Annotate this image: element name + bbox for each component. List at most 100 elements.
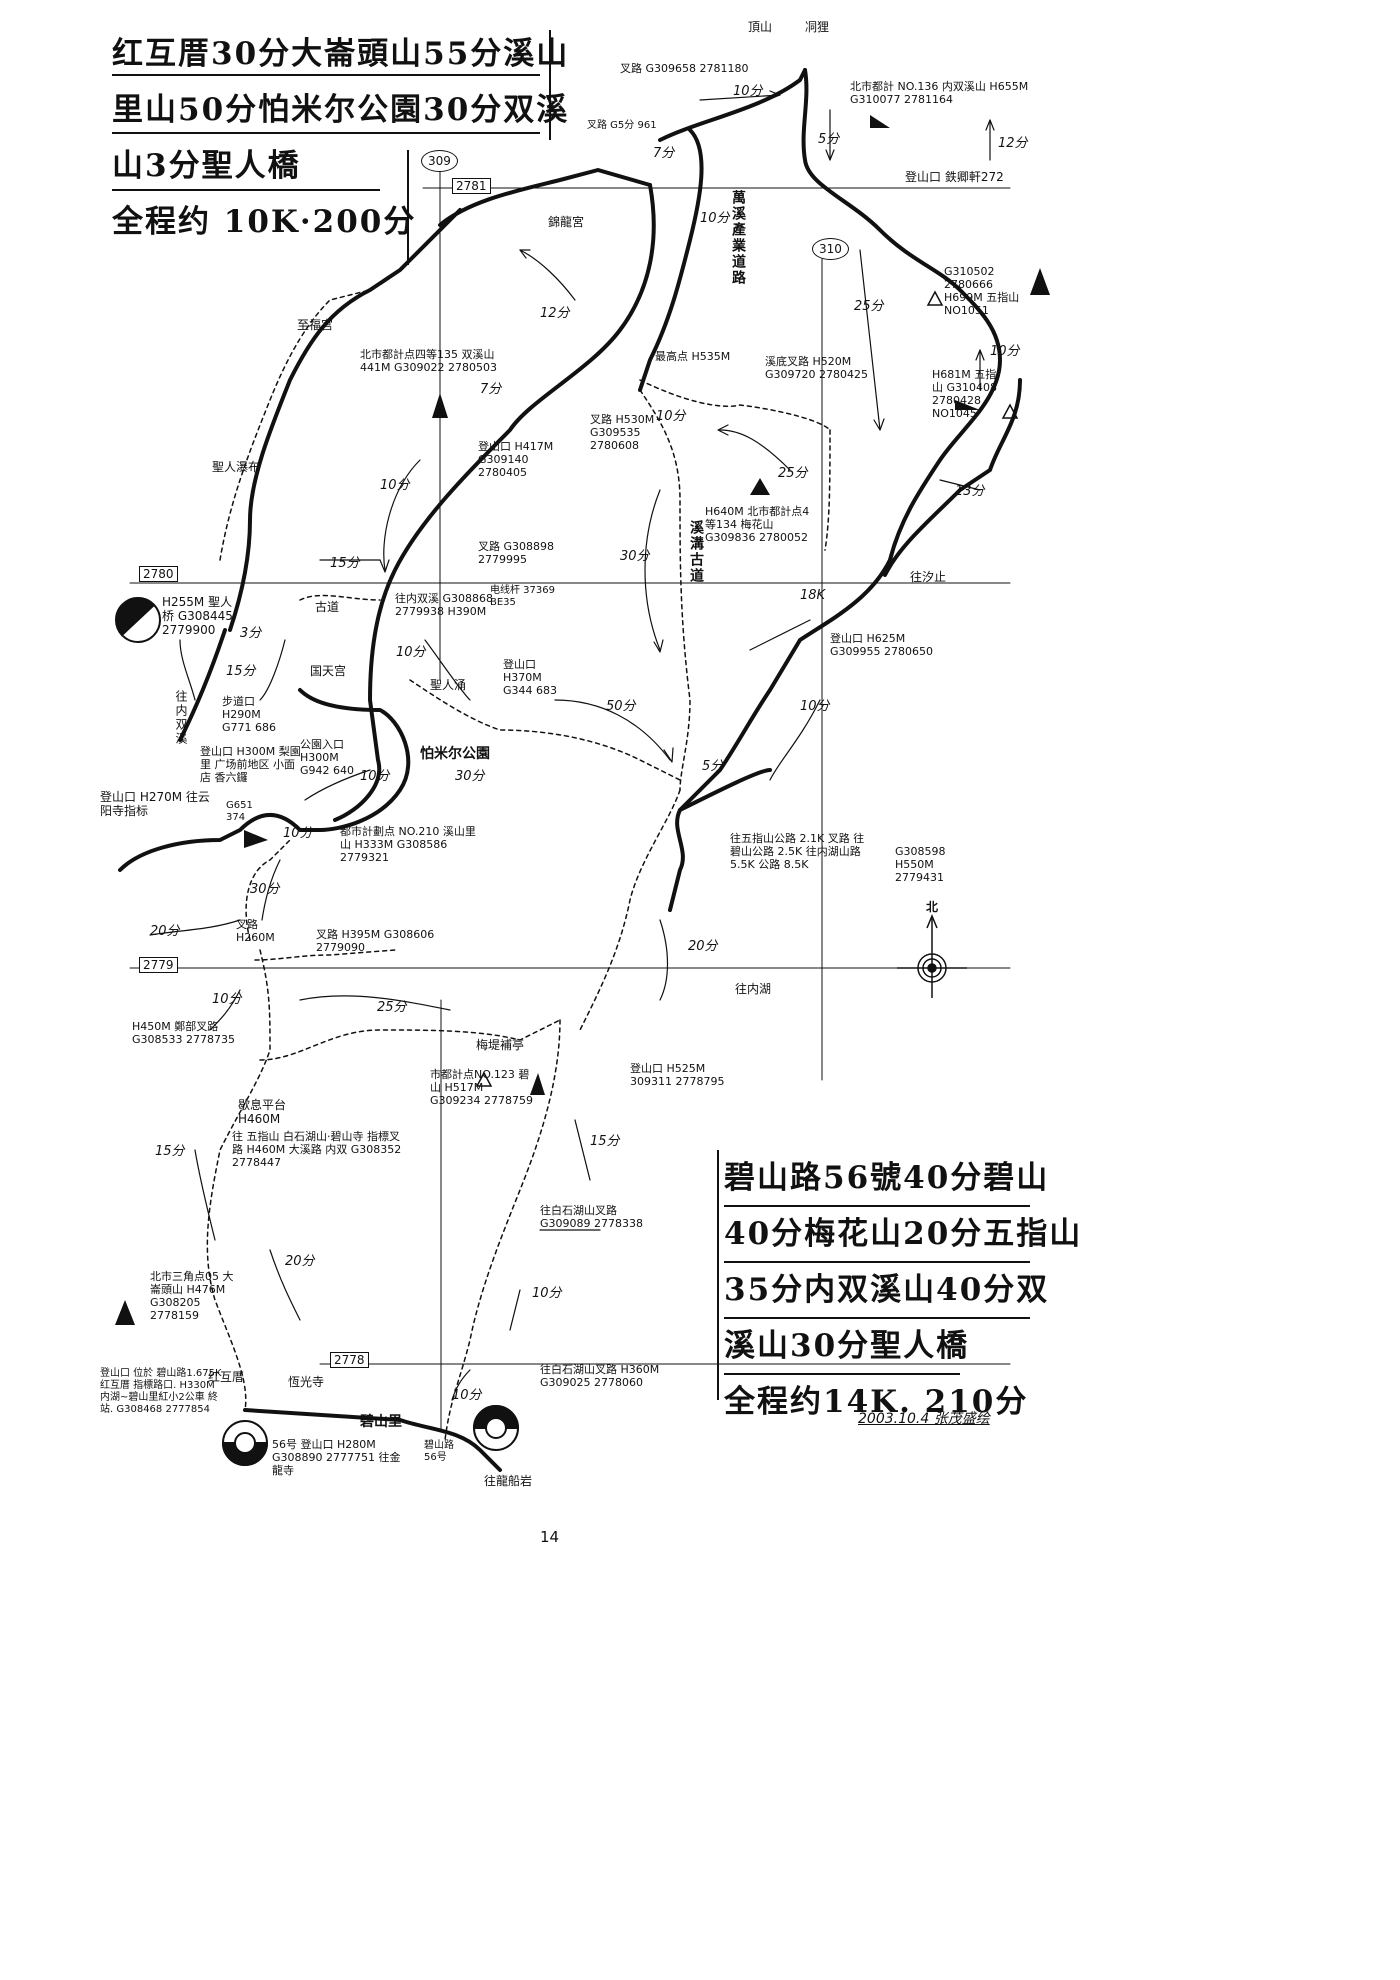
place-wang-neihu: 往内湖 xyxy=(735,982,772,996)
time-label: 20分 xyxy=(285,1254,315,1269)
place-neigouxi: 往内双溪 xyxy=(174,690,188,746)
route-2-line-4: 溪山30分聖人橋 xyxy=(724,1328,970,1364)
grid-label: 2780 xyxy=(139,566,178,582)
page-number: 14 xyxy=(540,1528,560,1546)
place-wanxi: 萬溪產業道路 xyxy=(730,190,746,286)
time-label: 30分 xyxy=(620,549,650,564)
place-bishan-road: 碧山路 56号 xyxy=(424,1440,454,1463)
triangle-peak-icon xyxy=(870,115,890,128)
triangle-peak-icon xyxy=(244,830,268,848)
time-label: 10分 xyxy=(380,478,410,493)
place-dengshankou-417: 登山口 H417M G309140 2780405 xyxy=(478,440,554,479)
time-label: 15分 xyxy=(226,664,256,679)
place-shengrenqiao: H255M 聖人桥 G308445 2779900 xyxy=(162,595,233,637)
route-1-line-2: 里山50分怕米尔公園30分双溪 xyxy=(112,92,570,128)
place-fork-top: 叉路 G309658 2781180 xyxy=(620,62,749,75)
place-dingshan: 頂山 xyxy=(748,20,773,34)
place-xidi-fork: 溪底叉路 H520M G309720 2780425 xyxy=(765,355,869,381)
place-meihuashan: H640M 北市都計点4等134 梅花山 G309836 2780052 xyxy=(705,505,810,544)
place-dengshankou-300: 登山口 H300M 梨園里 广场前地区 小面店 香六鑼 xyxy=(200,745,301,784)
place-gudao: 古道 xyxy=(315,600,340,614)
triangle-peak-icon xyxy=(926,290,944,306)
roads xyxy=(118,68,1022,1472)
place-meiti: 梅堤補亭 xyxy=(476,1038,525,1052)
place-fork-530: 叉路 H530M G309535 2780608 xyxy=(590,413,655,452)
triangle-peak-icon xyxy=(115,1300,135,1325)
time-label: 15分 xyxy=(155,1144,185,1159)
triangle-peak-icon xyxy=(955,400,980,410)
triangle-peak-icon xyxy=(1001,403,1019,419)
place-dengshankou-525: 登山口 H525M 309311 2778795 xyxy=(630,1062,725,1088)
triangle-peak-icon xyxy=(530,1073,545,1095)
time-label: 10分 xyxy=(733,84,763,99)
half-circle-marker-icon xyxy=(221,1420,269,1466)
time-label: 25分 xyxy=(377,1000,407,1015)
place-baishi-fork: 往白石湖山叉路 G309089 2778338 xyxy=(540,1204,644,1230)
triangle-peak-icon xyxy=(432,393,448,418)
place-dianxian: 电线杆 37369 BE35 xyxy=(490,585,555,608)
place-dengshankou-370: 登山口 H370M G344 683 xyxy=(503,658,558,697)
time-label: 5分 xyxy=(702,759,724,774)
grid-label: 309 xyxy=(421,150,458,172)
trail-map xyxy=(112,30,1050,1472)
triangle-peak-icon xyxy=(1030,268,1050,295)
place-wuzhishan-699: G310502 2780666 H699M 五指山 NO1051 xyxy=(944,265,1020,317)
time-label: 18K xyxy=(800,588,826,603)
place-fork-g: 叉路 G5分 961 xyxy=(587,120,657,131)
time-label: 13分 xyxy=(955,484,985,499)
place-dengshankou-280: 56号 登山口 H280M G308890 2777751 往金龍寺 xyxy=(272,1438,401,1477)
north-label: 北 xyxy=(926,900,939,914)
time-label: 25分 xyxy=(854,299,884,314)
place-xishanli: 都市計劃点 NO.210 溪山里山 H333M G308586 2779321 xyxy=(340,825,476,864)
place-baishi-360: 往白石湖山叉路 H360M G309025 2778060 xyxy=(540,1363,660,1389)
route-summary-2: 碧山路56號40分碧山 40分梅花山20分五指山 35分内双溪山40分双 溪山3… xyxy=(724,1150,1082,1430)
place-fork-308598: G308598 H550M 2779431 xyxy=(895,845,946,884)
grid-label: 2778 xyxy=(330,1352,369,1368)
place-xigu: 溪溝古道 xyxy=(688,520,704,584)
place-g651: G651 374 xyxy=(226,800,253,823)
place-wuzhishan-681: H681M 五指山 G310408 2780428 NO1045 xyxy=(932,368,998,420)
trails xyxy=(206,289,831,1441)
half-circle-marker-icon xyxy=(115,597,161,643)
place-wang-xizhi: 往汐止 xyxy=(910,570,947,584)
time-label: 7分 xyxy=(653,146,675,161)
time-label: 50分 xyxy=(606,699,636,714)
place-fork-395: 叉路 H395M G308606 2779090 xyxy=(316,928,435,954)
place-bishan: 市都計点NO.123 碧山 H517M G309234 2778759 xyxy=(430,1068,534,1107)
time-label: 10分 xyxy=(656,409,686,424)
route-1-line-1: 红互厝30分大崙頭山55分溪山 xyxy=(112,36,570,72)
time-label: 12分 xyxy=(540,306,570,321)
place-shengren-yong: 聖人涌 xyxy=(430,678,467,692)
direction-arrows xyxy=(149,90,995,1401)
place-dalun: 北市三角点05 大崙頭山 H476M G308205 2778159 xyxy=(150,1270,234,1322)
triangle-peak-icon xyxy=(475,1071,493,1087)
place-fork-wuzhi: 往五指山公路 2.1K 叉路 往碧山公路 2.5K 往内湖山路 5.5K 公路 … xyxy=(730,832,865,871)
place-bishanli: 碧山里 xyxy=(360,1414,402,1430)
place-zuigaodian: 最高点 H535M xyxy=(655,350,731,363)
place-fork-308898: 叉路 G308898 2779995 xyxy=(478,540,555,566)
time-label: 5分 xyxy=(818,132,840,147)
place-shengren-fall: 聖人瀑布 xyxy=(212,460,261,474)
time-label: 10分 xyxy=(990,344,1020,359)
place-guotian: 国天宫 xyxy=(310,664,347,678)
route-1-line-3: 山3分聖人橋 xyxy=(112,148,301,184)
place-wuzhi-fork: 往 五指山 白石湖山·碧山寺 指標叉路 H460M 大溪路 内双 G308352… xyxy=(232,1130,402,1169)
time-label: 20分 xyxy=(688,939,718,954)
place-dengshankou-bottom: 登山口 位於 碧山路1.675K 红互厝 指標路口. H330M 内湖~碧山里紅… xyxy=(100,1368,222,1415)
place-toli: 㓊狸 xyxy=(805,20,830,34)
place-zhifu: 至福宫 xyxy=(297,318,334,332)
route-2-line-5: 全程约14K. 210分 xyxy=(724,1384,1029,1420)
grid-label: 2781 xyxy=(452,178,491,194)
time-label: 10分 xyxy=(532,1286,562,1301)
title-box-rules xyxy=(112,30,1030,1400)
peak-markers xyxy=(115,115,1050,1325)
time-label: 20分 xyxy=(150,924,180,939)
half-circle-marker-icon xyxy=(472,1405,520,1451)
grid-label: 310 xyxy=(812,238,849,260)
place-hengguang: 恆光寺 xyxy=(288,1375,325,1389)
place-xieliao: 歇息平台 H460M xyxy=(238,1098,287,1126)
time-label: 12分 xyxy=(998,136,1028,151)
time-label: 15分 xyxy=(590,1134,620,1149)
time-label: 30分 xyxy=(455,769,485,784)
place-dengshankou-625: 登山口 H625M G309955 2780650 xyxy=(830,632,934,658)
